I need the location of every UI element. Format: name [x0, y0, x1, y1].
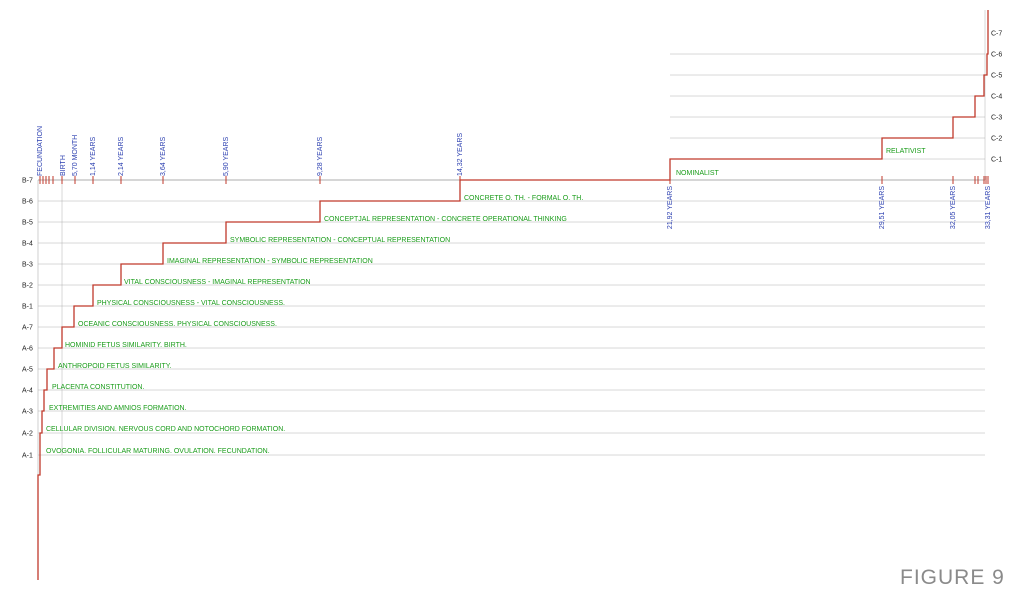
segment-label: HOMINID FETUS SIMILARITY. BIRTH.	[65, 342, 187, 349]
level-label-c-1: C-1	[991, 157, 1002, 164]
time-label: 33,31 YEARS	[985, 186, 992, 229]
time-label: 2,14 YEARS	[118, 136, 125, 176]
level-label-b-2: B-2	[22, 283, 33, 290]
segment-label: IMAGINAL REPRESENTATION - SYMBOLIC REPRE…	[167, 258, 373, 265]
figure-label: FIGURE 9	[900, 566, 1005, 589]
segment-label: EXTREMITIES AND AMNIOS FORMATION.	[49, 405, 187, 412]
time-label: 9,28 YEARS	[317, 136, 324, 176]
time-label: 14,32 YEARS	[457, 133, 464, 176]
time-label: 3,64 YEARS	[160, 136, 167, 176]
level-label-b-7: B-7	[22, 178, 33, 185]
time-label: 5,70 MONTH	[72, 135, 79, 176]
level-labels: A-1 A-2 A-3 A-4 A-5 A-6 A-7 B-1 B-2 B-3 B-4 B-5 B-6 B…	[22, 31, 1002, 460]
level-label-a-1: A-1	[22, 453, 33, 460]
time-label: 21,92 YEARS	[667, 186, 674, 229]
time-label: 32,05 YEARS	[950, 186, 957, 229]
time-label: BIRTH	[60, 155, 67, 176]
level-label-c-3: C-3	[991, 115, 1002, 122]
level-label-c-7: C-7	[991, 31, 1002, 38]
staircase-path	[37, 10, 989, 580]
level-label-c-6: C-6	[991, 52, 1002, 59]
segment-label: VITAL CONSCIOUSNESS - IMAGINAL REPRESENT…	[124, 279, 311, 286]
segment-labels: OVOGONIA. FOLLICULAR MATURING. OVULATION…	[46, 148, 926, 455]
time-label: FECUNDATION	[37, 126, 44, 176]
level-label-b-3: B-3	[22, 262, 33, 269]
level-label-a-2: A-2	[22, 431, 33, 438]
time-label: 5,90 YEARS	[223, 136, 230, 176]
time-ticks	[39, 176, 989, 184]
level-label-c-5: C-5	[991, 73, 1002, 80]
level-label-b-5: B-5	[22, 220, 33, 227]
grid-lines	[37, 10, 986, 580]
staircase-curve	[37, 10, 989, 580]
level-label-c-2: C-2	[991, 136, 1002, 143]
segment-label: OCEANIC CONSCIOUSNESS. PHYSICAL CONSCIOU…	[78, 321, 277, 328]
time-label: 29,51 YEARS	[879, 186, 886, 229]
segment-label: CONCRETE O. TH. - FORMAL O. TH.	[464, 195, 583, 202]
time-labels: FECUNDATION BIRTH 5,70 MONTH 1,14 YEARS 2,14…	[37, 126, 992, 229]
time-label: 1,14 YEARS	[90, 136, 97, 176]
segment-label: NOMINALIST	[676, 170, 720, 177]
segment-label: SYMBOLIC REPRESENTATION - CONCEPTUAL REP…	[230, 237, 450, 244]
segment-label: OVOGONIA. FOLLICULAR MATURING. OVULATION…	[46, 448, 270, 455]
level-label-a-4: A-4	[22, 388, 33, 395]
level-label-a-7: A-7	[22, 325, 33, 332]
level-label-a-3: A-3	[22, 409, 33, 416]
segment-label: CONCEPTJAL REPRESENTATION - CONCRETE OPE…	[324, 216, 567, 223]
level-label-b-1: B-1	[22, 304, 33, 311]
segment-label: PLACENTA CONSTITUTION.	[52, 384, 144, 391]
level-label-b-4: B-4	[22, 241, 33, 248]
segment-label: ANTHROPOID FETUS SIMILARITY.	[58, 363, 171, 370]
segment-label: RELATIVIST	[886, 148, 926, 155]
level-label-c-4: C-4	[991, 94, 1002, 101]
level-label-b-6: B-6	[22, 199, 33, 206]
segment-label: CELLULAR DIVISION. NERVOUS CORD AND NOTO…	[46, 426, 285, 433]
level-label-a-5: A-5	[22, 367, 33, 374]
segment-label: PHYSICAL CONSCIOUSNESS - VITAL CONSCIOUS…	[97, 300, 285, 307]
level-label-a-6: A-6	[22, 346, 33, 353]
